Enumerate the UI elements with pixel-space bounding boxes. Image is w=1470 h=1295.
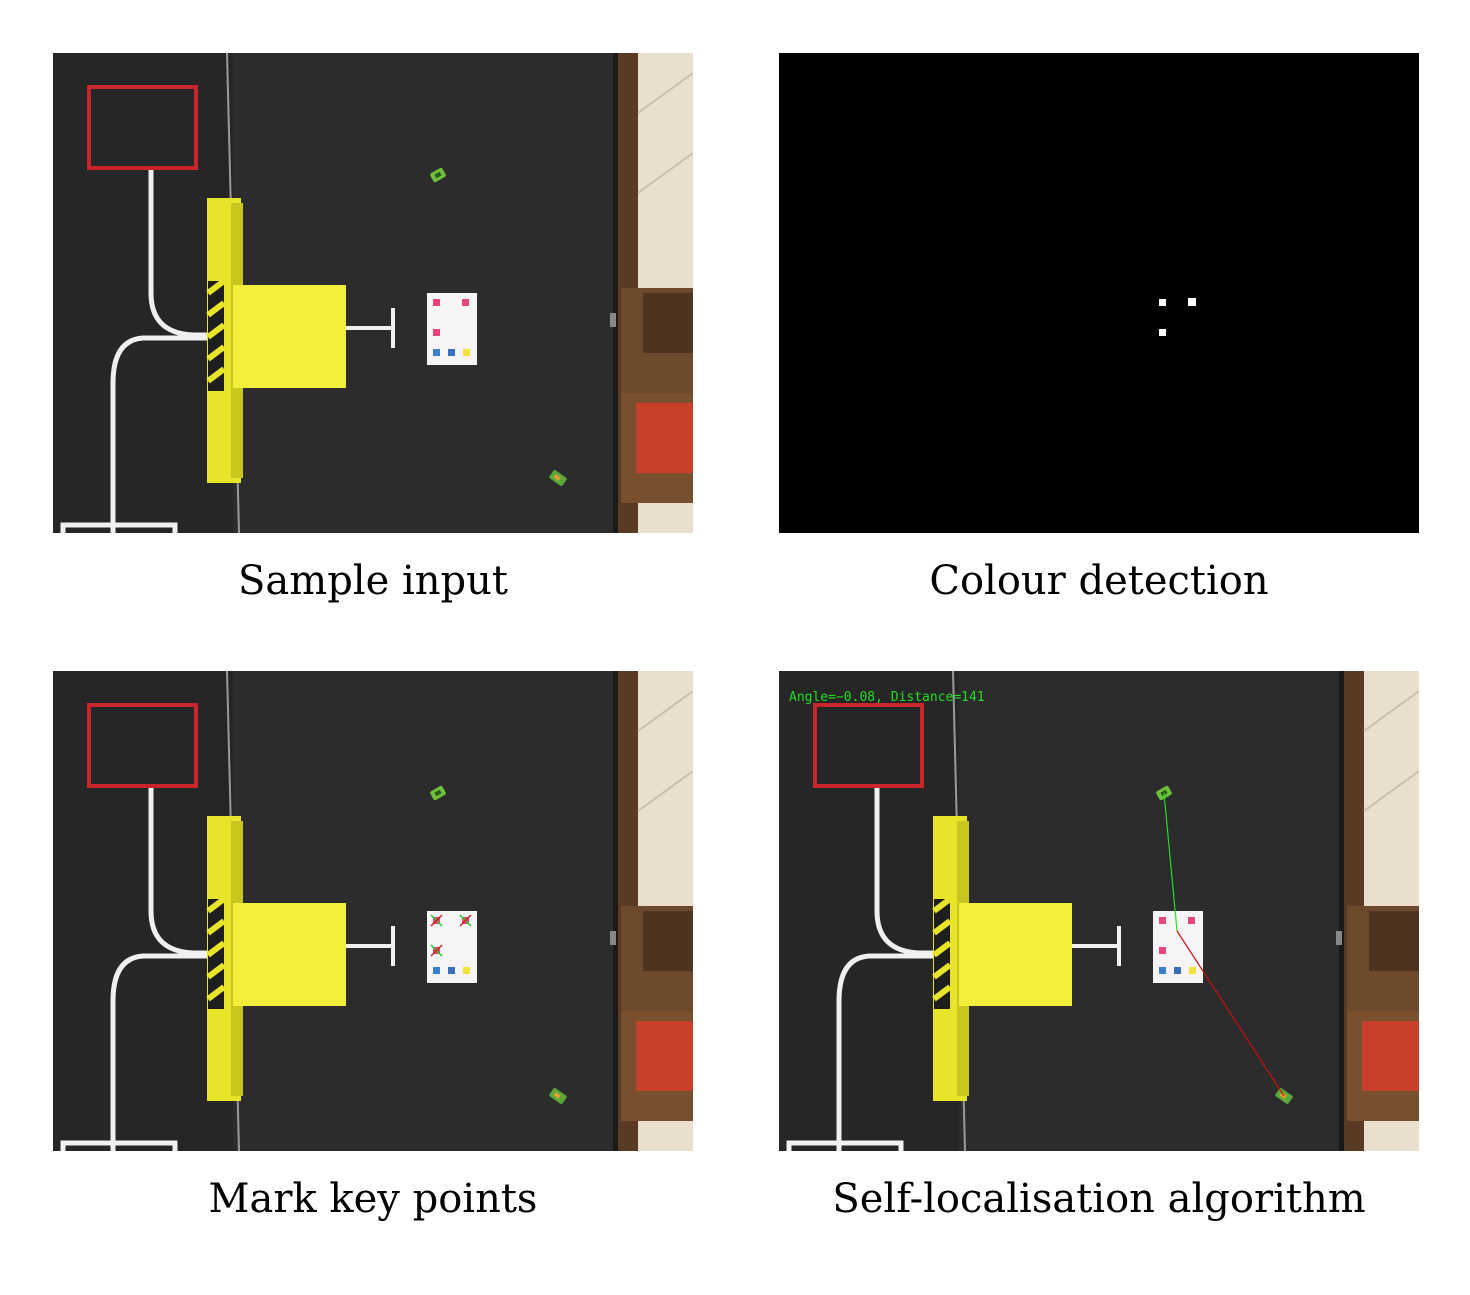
detected-blob [1188, 298, 1196, 306]
keypoint-markers [430, 914, 472, 957]
angle-distance-readout: Angle=−0.08, Distance=141 [789, 690, 985, 705]
detected-blob [1159, 299, 1166, 306]
caption-self-localisation: Self-localisation algorithm [832, 1176, 1366, 1222]
self-localisation-image: Angle=−0.08, Distance=141 [779, 671, 1419, 1151]
caption-colour-detection: Colour detection [929, 558, 1269, 604]
heading-line [1163, 792, 1178, 932]
sample-input-image [53, 53, 693, 533]
detected-blob [1159, 329, 1166, 336]
caption-mark-key-points: Mark key points [208, 1176, 538, 1222]
mark-key-points-image [53, 671, 693, 1151]
colour-detection-image [779, 53, 1419, 533]
distance-line [1176, 930, 1285, 1097]
caption-sample-input: Sample input [238, 558, 508, 604]
